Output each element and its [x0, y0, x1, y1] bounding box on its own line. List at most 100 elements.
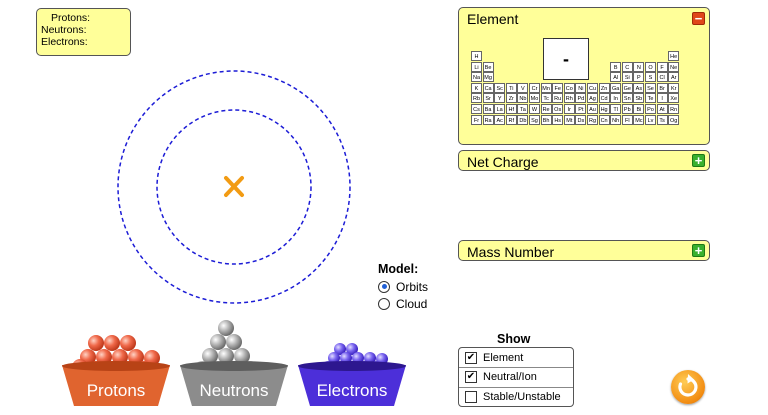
element-cell-hg[interactable]: Hg [598, 104, 610, 114]
element-cell-te[interactable]: Te [645, 93, 656, 104]
element-cell-bh[interactable]: Bh [540, 114, 552, 125]
expand-mass-number-plus-icon[interactable]: + [692, 244, 705, 257]
neutrons-bucket[interactable] [180, 365, 288, 406]
element-cell-ni[interactable]: Ni [575, 82, 587, 93]
element-cell-hf[interactable]: Hf [505, 104, 517, 114]
element-cell-cs[interactable]: Cs [471, 104, 482, 114]
element-cell-rh[interactable]: Rh [563, 93, 575, 104]
element-cell-sr[interactable]: Sr [482, 93, 494, 104]
element-cell-ag[interactable]: Ag [587, 93, 598, 104]
element-cell-tl[interactable]: Tl [610, 104, 622, 114]
element-checkbox[interactable]: ✔ [465, 352, 477, 364]
element-cell-rg[interactable]: Rg [587, 114, 598, 125]
element-cell-re[interactable]: Re [540, 104, 552, 114]
show-neutral-ion-option[interactable]: ✔ Neutral/Ion [465, 369, 537, 385]
show-stable-unstable-option[interactable]: Stable/Unstable [465, 389, 561, 405]
element-cell-c[interactable]: C [621, 61, 633, 72]
element-cell-zn[interactable]: Zn [598, 82, 610, 93]
element-cell-al[interactable]: Al [610, 72, 622, 83]
element-cell-w[interactable]: W [529, 104, 540, 114]
element-cell-sn[interactable]: Sn [621, 93, 633, 104]
orbits-radio[interactable] [378, 280, 390, 293]
reset-button[interactable] [671, 370, 705, 404]
element-cell-p[interactable]: P [633, 72, 645, 83]
element-cell-rf[interactable]: Rf [505, 114, 517, 125]
element-cell-v[interactable]: V [517, 82, 529, 93]
element-cell-ta[interactable]: Ta [517, 104, 529, 114]
element-cell-os[interactable]: Os [552, 104, 564, 114]
element-cell-xe[interactable]: Xe [668, 93, 680, 104]
element-cell-b[interactable]: B [610, 61, 622, 72]
mass-number-panel[interactable]: Mass Number + [458, 240, 710, 261]
element-cell-ir[interactable]: Ir [563, 104, 575, 114]
element-cell-mt[interactable]: Mt [563, 114, 575, 125]
element-cell-sc[interactable]: Sc [494, 82, 506, 93]
model-option-orbits[interactable]: Orbits [378, 278, 428, 295]
collapse-element-minus-icon[interactable]: − [692, 12, 705, 25]
element-cell-po[interactable]: Po [645, 104, 656, 114]
element-cell-ti[interactable]: Ti [505, 82, 517, 93]
element-cell-sg[interactable]: Sg [529, 114, 540, 125]
element-cell-tc[interactable]: Tc [540, 93, 552, 104]
element-cell-ar[interactable]: Ar [668, 72, 680, 83]
element-cell-lv[interactable]: Lv [645, 114, 656, 125]
element-cell-bi[interactable]: Bi [633, 104, 645, 114]
element-cell-nb[interactable]: Nb [517, 93, 529, 104]
protons-bucket[interactable] [62, 365, 170, 406]
element-cell-ru[interactable]: Ru [552, 93, 564, 104]
element-cell-ra[interactable]: Ra [482, 114, 494, 125]
element-cell-se[interactable]: Se [645, 82, 656, 93]
element-cell-mg[interactable]: Mg [482, 72, 494, 83]
element-cell-in[interactable]: In [610, 93, 622, 104]
element-cell-cr[interactable]: Cr [529, 82, 540, 93]
show-element-option[interactable]: ✔ Element [465, 350, 523, 366]
element-cell-ds[interactable]: Ds [575, 114, 587, 125]
element-cell-li[interactable]: Li [471, 61, 482, 72]
neutral-ion-checkbox[interactable]: ✔ [465, 371, 477, 383]
element-cell-f[interactable]: F [656, 61, 668, 72]
element-cell-ga[interactable]: Ga [610, 82, 622, 93]
element-cell-ne[interactable]: Ne [668, 61, 680, 72]
element-cell-ca[interactable]: Ca [482, 82, 494, 93]
element-cell-s[interactable]: S [645, 72, 656, 83]
element-cell-at[interactable]: At [656, 104, 668, 114]
element-cell-i[interactable]: I [656, 93, 668, 104]
element-cell-ba[interactable]: Ba [482, 104, 494, 114]
element-cell-fl[interactable]: Fl [621, 114, 633, 125]
element-cell-y[interactable]: Y [494, 93, 506, 104]
element-cell-be[interactable]: Be [482, 61, 494, 72]
element-cell-ge[interactable]: Ge [621, 82, 633, 93]
element-cell-o[interactable]: O [645, 61, 656, 72]
cloud-radio[interactable] [378, 297, 390, 310]
element-cell-zr[interactable]: Zr [505, 93, 517, 104]
element-cell-cn[interactable]: Cn [598, 114, 610, 125]
element-cell-he[interactable]: He [668, 51, 680, 61]
element-cell-cu[interactable]: Cu [587, 82, 598, 93]
model-option-cloud[interactable]: Cloud [378, 295, 428, 312]
element-cell-ac[interactable]: Ac [494, 114, 506, 125]
element-cell-mc[interactable]: Mc [633, 114, 645, 125]
element-cell-au[interactable]: Au [587, 104, 598, 114]
element-cell-cd[interactable]: Cd [598, 93, 610, 104]
element-cell-hs[interactable]: Hs [552, 114, 564, 125]
element-cell-cl[interactable]: Cl [656, 72, 668, 83]
element-cell-mo[interactable]: Mo [529, 93, 540, 104]
element-cell-fe[interactable]: Fe [552, 82, 564, 93]
element-cell-kr[interactable]: Kr [668, 82, 680, 93]
stable-unstable-checkbox[interactable] [465, 391, 477, 403]
element-cell-br[interactable]: Br [656, 82, 668, 93]
element-cell-si[interactable]: Si [621, 72, 633, 83]
element-cell-na[interactable]: Na [471, 72, 482, 83]
net-charge-panel[interactable]: Net Charge + [458, 150, 710, 171]
expand-net-charge-plus-icon[interactable]: + [692, 154, 705, 167]
element-cell-la[interactable]: La [494, 104, 506, 114]
element-cell-mn[interactable]: Mn [540, 82, 552, 93]
element-cell-n[interactable]: N [633, 61, 645, 72]
element-cell-fr[interactable]: Fr [471, 114, 482, 125]
element-cell-pd[interactable]: Pd [575, 93, 587, 104]
element-cell-as[interactable]: As [633, 82, 645, 93]
element-cell-h[interactable]: H [471, 51, 482, 61]
element-cell-pt[interactable]: Pt [575, 104, 587, 114]
element-cell-nh[interactable]: Nh [610, 114, 622, 125]
element-cell-ts[interactable]: Ts [656, 114, 668, 125]
